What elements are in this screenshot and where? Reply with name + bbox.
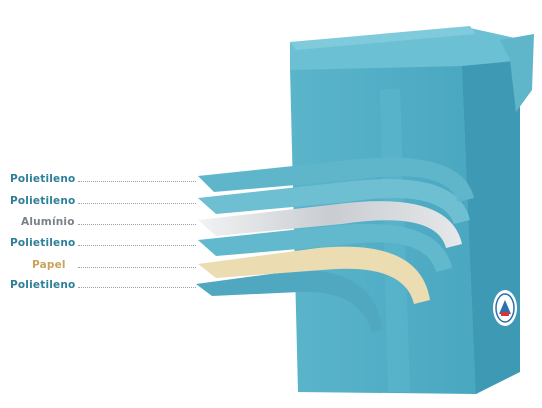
recycle-seal-icon	[493, 290, 517, 326]
layer-label-papel: Papel	[32, 259, 66, 271]
leader-line-4	[78, 245, 196, 246]
layer-label-polietileno-1: Polietileno	[10, 173, 75, 185]
leader-line-6	[78, 287, 196, 288]
leader-line-2	[78, 203, 196, 204]
layer-label-polietileno-2: Polietileno	[10, 195, 75, 207]
layer-label-aluminio: Alumínio	[21, 216, 75, 228]
leader-line-5	[78, 267, 196, 268]
layer-label-polietileno-3: Polietileno	[10, 237, 75, 249]
leader-line-3	[78, 224, 196, 225]
leader-line-1	[78, 181, 196, 182]
layer-label-polietileno-4: Polietileno	[10, 279, 75, 291]
